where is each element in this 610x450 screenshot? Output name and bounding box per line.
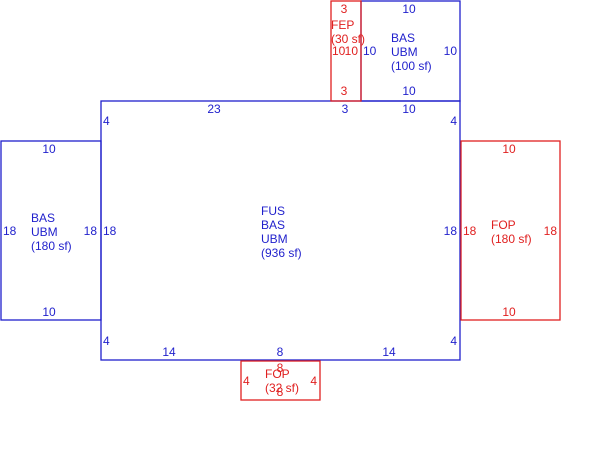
dim-right-porch-top: 10 bbox=[502, 142, 516, 156]
dim-left-wing-bottom: 10 bbox=[42, 305, 56, 319]
dim-main-left-mid: 18 bbox=[103, 224, 117, 238]
dim-main-top-mid: 3 bbox=[342, 102, 349, 116]
right-porch-label: FOP (180 sf) bbox=[491, 218, 532, 246]
dim-right-porch-bottom: 10 bbox=[502, 305, 516, 319]
dim-bottom-porch-top: 8 bbox=[277, 361, 284, 375]
dim-main-bottom-left: 14 bbox=[162, 345, 176, 359]
dim-enclosed-porch-bottom: 3 bbox=[341, 84, 348, 98]
dim-top-addition-top: 10 bbox=[402, 2, 416, 16]
enclosed-porch-label: FEP (30 sf) bbox=[331, 18, 365, 46]
dim-bottom-porch-bottom: 8 bbox=[277, 385, 284, 399]
dim-left-wing-top: 10 bbox=[42, 142, 56, 156]
bottom-porch-label: FOP (32 sf) bbox=[265, 367, 299, 395]
enclosed-porch-outline bbox=[330, 0, 362, 102]
dim-main-right-lower: 4 bbox=[450, 334, 457, 348]
dim-enclosed-porch-right: 10 bbox=[345, 44, 359, 58]
left-wing-label: BAS UBM (180 sf) bbox=[31, 211, 72, 253]
dim-top-addition-bottom: 10 bbox=[402, 84, 416, 98]
dim-main-right-upper: 4 bbox=[450, 114, 457, 128]
dim-enclosed-porch-left: 10 bbox=[332, 44, 346, 58]
dim-main-bottom-mid: 8 bbox=[277, 345, 284, 359]
dim-bottom-porch-left: 4 bbox=[243, 374, 250, 388]
dim-main-left-upper: 4 bbox=[103, 114, 110, 128]
dim-right-porch-right: 18 bbox=[544, 224, 558, 238]
dim-main-bottom-right: 14 bbox=[382, 345, 396, 359]
dim-top-addition-right: 10 bbox=[444, 44, 458, 58]
dim-bottom-porch-right: 4 bbox=[310, 374, 317, 388]
bottom-porch-outline bbox=[240, 360, 321, 401]
dim-left-wing-left: 18 bbox=[3, 224, 17, 238]
right-porch-outline bbox=[460, 140, 561, 321]
dim-main-top-left: 23 bbox=[207, 102, 221, 116]
dim-main-left-lower: 4 bbox=[103, 334, 110, 348]
left-wing-outline bbox=[0, 140, 102, 321]
dim-right-porch-left: 18 bbox=[463, 224, 477, 238]
main-area-label: FUS BAS UBM (936 sf) bbox=[261, 204, 302, 260]
dim-top-addition-left: 10 bbox=[363, 44, 377, 58]
dim-enclosed-porch-top: 3 bbox=[341, 2, 348, 16]
top-addition-label: BAS UBM (100 sf) bbox=[391, 31, 432, 73]
dim-left-wing-right: 18 bbox=[84, 224, 98, 238]
dim-main-top-right: 10 bbox=[402, 102, 416, 116]
dim-main-right-mid: 18 bbox=[444, 224, 458, 238]
